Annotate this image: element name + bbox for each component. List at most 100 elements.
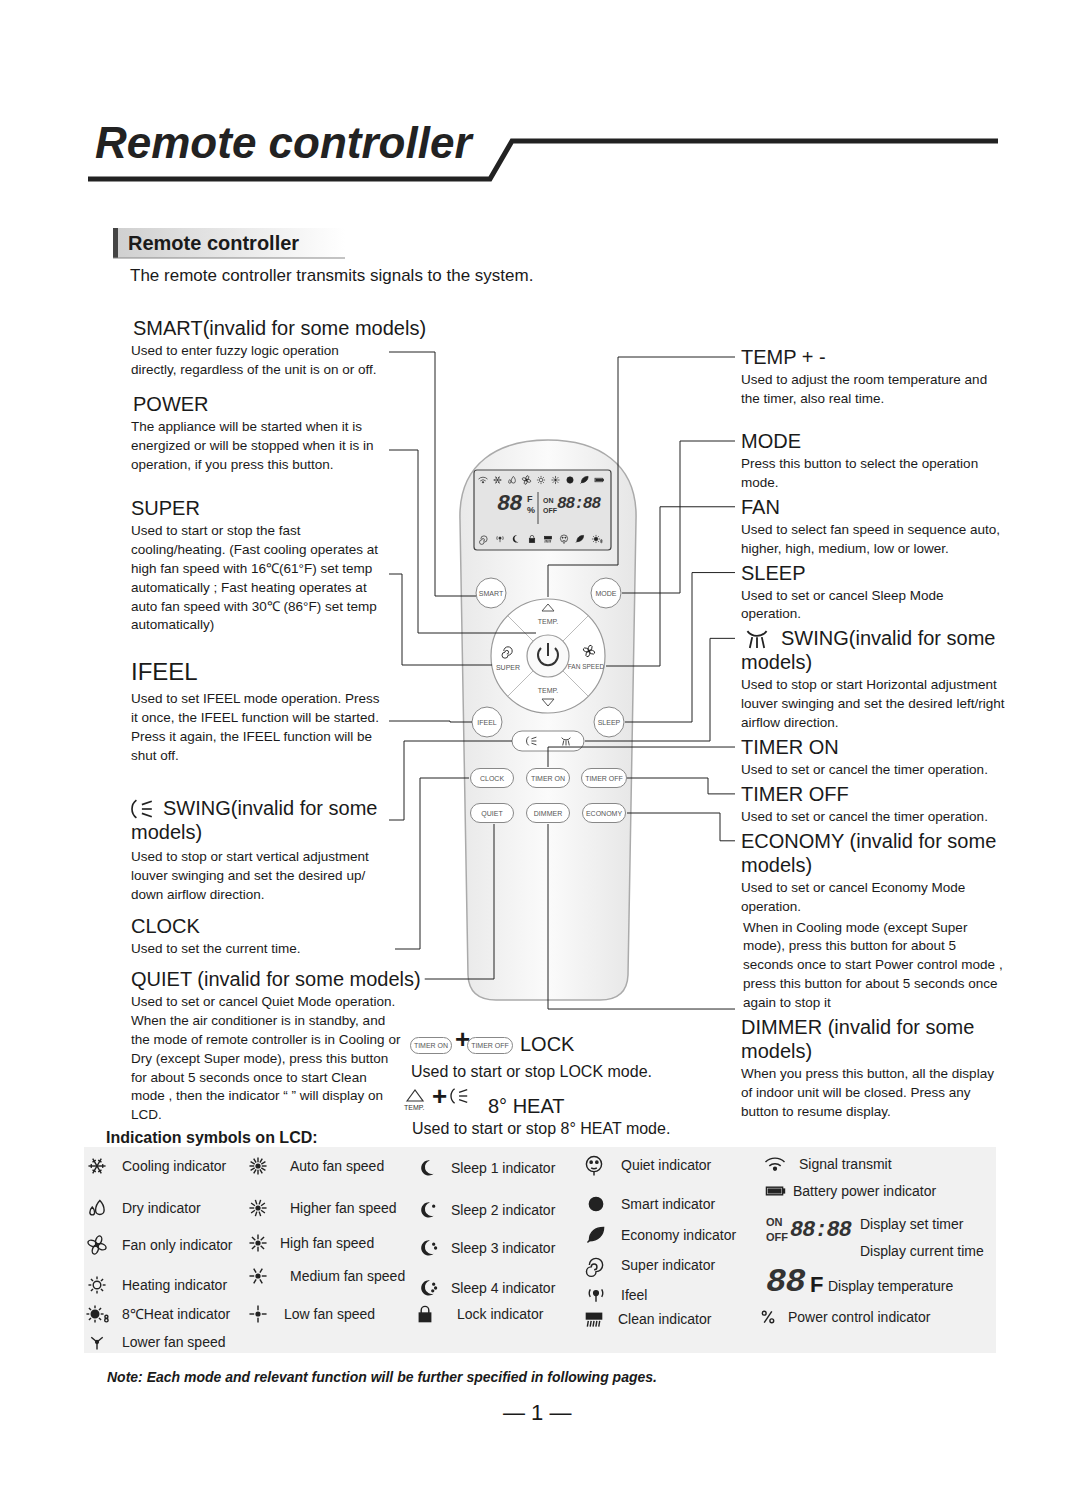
symbol-icon [249, 1234, 266, 1251]
leader-line [625, 573, 735, 722]
button-text: TEMP. [538, 618, 559, 625]
legend-text: Display set timer [860, 1215, 963, 1233]
label-text: OFF [766, 1231, 788, 1244]
lcd-screen [474, 470, 611, 550]
drawing-part [587, 1238, 592, 1243]
drawing-part [251, 1203, 255, 1206]
label-text: Note: Each mode and relevant function wi… [107, 1368, 657, 1388]
callout-heading: — 1 — [503, 1400, 571, 1426]
label-text: ON [543, 497, 554, 505]
drawing-part [768, 1189, 780, 1193]
drawing-part [508, 671, 533, 696]
drawing-part [595, 478, 603, 482]
drawing-part [563, 671, 588, 696]
leader-lines [389, 352, 735, 1009]
drawing-part [563, 540, 566, 541]
symbol-icon [586, 1313, 601, 1326]
drawing-part [89, 1308, 91, 1310]
drawing-part [526, 479, 527, 480]
symbol-icon [421, 1240, 436, 1255]
callout-text: Used to stop or start vertical adjustmen… [131, 848, 386, 905]
drawing-part [259, 1200, 260, 1205]
symbol-icon [586, 1156, 601, 1175]
drawing-part [589, 1321, 591, 1327]
symbol-icon [589, 1197, 602, 1210]
legend-text: Lower fan speed [122, 1333, 226, 1351]
legend-text: Cooling indicator [122, 1157, 226, 1175]
button-text: TIMER OFF [471, 1042, 509, 1049]
symbol-icon [562, 738, 571, 746]
button-sleep [594, 707, 624, 737]
legend-text: Sleep 2 indicator [451, 1201, 555, 1219]
button-smart [476, 578, 506, 608]
drawing-part [495, 480, 497, 484]
remote-button: IFEEL [472, 707, 502, 737]
drawing-part [589, 1289, 590, 1297]
drawing-part [254, 1269, 256, 1273]
drawing-part [592, 539, 593, 540]
drawing-part [496, 536, 497, 540]
drawing-part [251, 1162, 255, 1164]
drawing-part [435, 1287, 437, 1289]
legend-text: Medium fan speed [290, 1267, 405, 1285]
legend-text: Auto fan speed [290, 1157, 384, 1175]
leader-line [627, 813, 735, 841]
drawing-part [256, 1164, 260, 1168]
drawing-part [601, 541, 603, 543]
drawing-part [587, 1258, 603, 1276]
symbol-icon [249, 1157, 266, 1174]
symbol-icon [509, 476, 516, 483]
drawing-part [513, 535, 519, 542]
symbol-icon [480, 536, 488, 545]
leader-line [627, 778, 735, 794]
drawing-part [257, 1157, 258, 1162]
leader-line [395, 778, 469, 949]
legend-text: Display temperature [828, 1277, 953, 1295]
drawing-part [774, 1167, 777, 1170]
legend-text: Battery power indicator [793, 1182, 936, 1200]
drawing-part [257, 1305, 258, 1310]
symbol-icon [583, 645, 596, 658]
drawing-part [566, 740, 567, 745]
legend-text: Ifeel [621, 1286, 647, 1304]
drawing-part [586, 1313, 601, 1319]
drawing-part [593, 1172, 594, 1176]
drawing-part [553, 481, 555, 483]
legend-text: Low fan speed [284, 1305, 375, 1323]
legend-text: Fan only indicator [122, 1236, 233, 1254]
drawing-part [762, 1311, 766, 1315]
subheading-band [113, 228, 345, 258]
leader-line [425, 824, 494, 979]
button-text: IFEEL [477, 719, 496, 726]
drawing-part [595, 1321, 597, 1327]
drawing-part [587, 1321, 589, 1327]
callout-heading: F [810, 1272, 823, 1298]
drawing-part [553, 477, 555, 479]
subheading-rule [113, 258, 345, 259]
symbol-icon [479, 477, 488, 483]
drawing-part [555, 482, 556, 484]
drawing-part [546, 540, 547, 543]
drawing-part [527, 737, 529, 746]
drawing-part [482, 482, 483, 483]
legend-text: Signal transmit [799, 1155, 892, 1173]
legend-text: Heating indicator [122, 1276, 227, 1294]
drawing-part [261, 1162, 265, 1164]
drawing-part [538, 481, 540, 483]
drawing-part [132, 800, 136, 818]
legend-text: Power control indicator [788, 1308, 930, 1326]
drawing-part [599, 539, 600, 540]
callout-text: Used to start or stop the fast cooling/h… [131, 522, 386, 635]
symbol-icon [88, 1159, 105, 1174]
drawing-part [96, 1200, 105, 1214]
callout-heading: DIMMER (invalid for some models) [741, 1015, 1001, 1063]
drawing-part [101, 1313, 104, 1314]
drawing-part [97, 1165, 106, 1166]
drawing-part [747, 631, 766, 636]
drawing-part [87, 1239, 98, 1248]
drawing-part [544, 540, 545, 543]
drawing-part [105, 1318, 108, 1321]
drawing-part [597, 540, 599, 542]
drawing-part [589, 1197, 602, 1210]
